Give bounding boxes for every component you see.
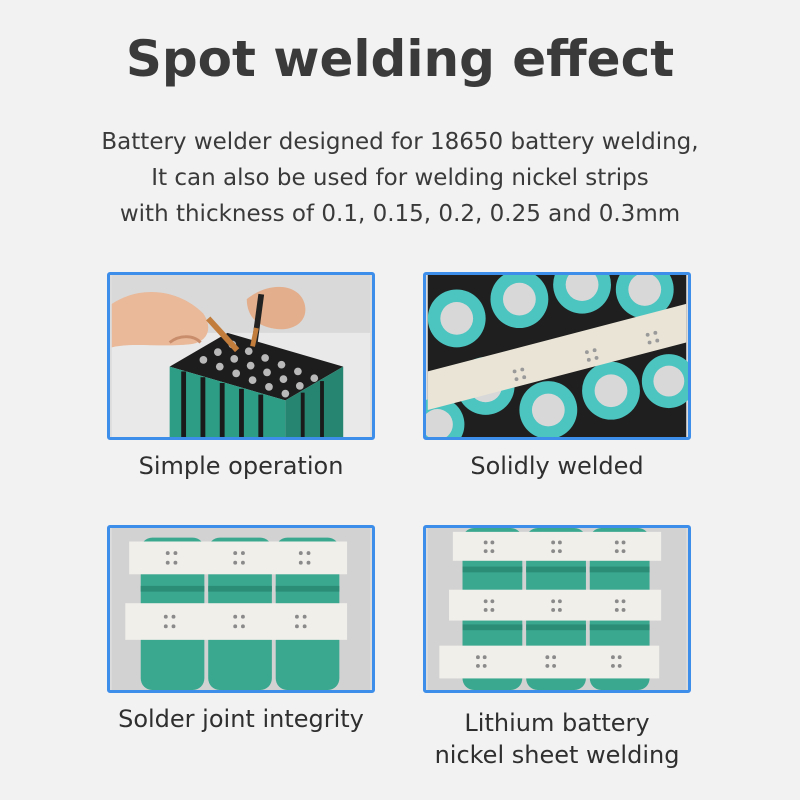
nickel-strip xyxy=(452,531,662,561)
caption-simple-operation: Simple operation xyxy=(138,452,344,480)
caption-lithium-battery-welding: Lithium battery nickel sheet welding xyxy=(377,707,737,771)
two-strips-illustration xyxy=(111,528,371,690)
description-line: Battery welder designed for 18650 batter… xyxy=(101,129,699,155)
caption-line: nickel sheet welding xyxy=(434,741,680,769)
page-title: Spot welding effect xyxy=(125,30,675,88)
three-strips-illustration xyxy=(427,528,687,690)
description-line: with thickness of 0.1, 0.15, 0.2, 0.25 a… xyxy=(119,201,681,227)
caption-solder-joint-integrity: Solder joint integrity xyxy=(118,705,364,733)
hands-welding-illustration xyxy=(111,275,371,437)
battery-pack xyxy=(169,332,344,437)
nickel-strip xyxy=(427,303,687,410)
welded-strip-illustration xyxy=(426,275,688,437)
nickel-strip xyxy=(449,589,662,621)
nickel-strip xyxy=(129,541,348,575)
hands xyxy=(111,286,306,348)
photo-solidly-welded xyxy=(423,272,691,440)
description-line: It can also be used for welding nickel s… xyxy=(151,165,649,191)
photo-simple-operation xyxy=(107,272,375,440)
description: Battery welder designed for 18650 batter… xyxy=(0,124,800,232)
nickel-strip xyxy=(125,603,348,640)
nickel-strip xyxy=(439,645,660,679)
photo-lithium-battery-welding xyxy=(423,525,691,693)
photo-solder-joint-integrity xyxy=(107,525,375,693)
caption-solidly-welded: Solidly welded xyxy=(470,452,644,480)
caption-line: Lithium battery xyxy=(464,709,650,737)
